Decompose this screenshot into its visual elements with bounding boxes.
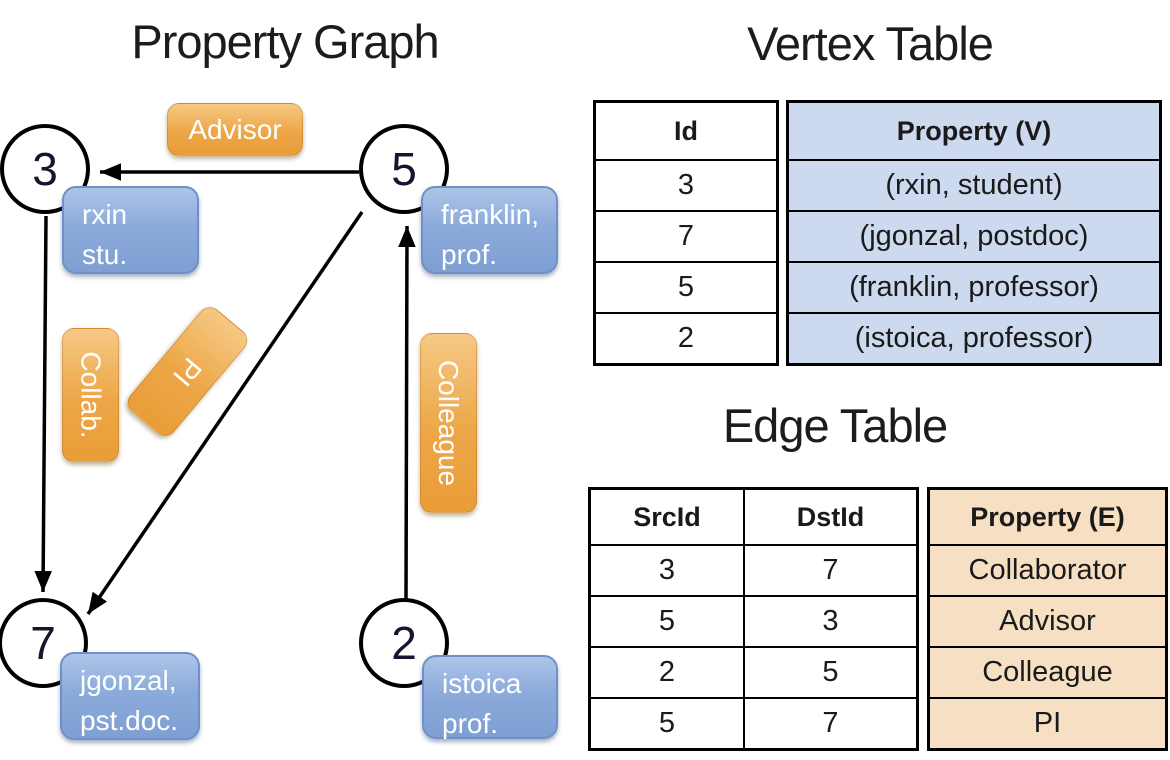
vertex-id-cell: 5 <box>677 271 695 303</box>
table-row: (jgonzal, postdoc) <box>789 210 1159 261</box>
vertex-node-3: 3 <box>0 124 90 214</box>
vertex-id-cell: 3 <box>677 169 695 201</box>
vertex-property-box-2-line2: prof. <box>442 707 499 739</box>
property-graph-title: Property Graph <box>131 15 439 68</box>
edge-dstid-cell: 7 <box>743 699 916 748</box>
edge-srcid-cell: 2 <box>658 656 676 688</box>
edge-property-cell: PI <box>1033 707 1062 739</box>
vertex-table-property-column: Property (V) (rxin, student) (jgonzal, p… <box>786 100 1162 366</box>
table-row: (franklin, professor) <box>789 261 1159 312</box>
vertex-id-cell: 2 <box>677 322 695 354</box>
vertex-property-cell: (jgonzal, postdoc) <box>859 220 1089 252</box>
edge-srcid-cell: 3 <box>658 554 676 586</box>
vertex-node-5-id: 5 <box>391 143 417 195</box>
vertex-property-box-2-line1: istoica <box>442 668 522 699</box>
edge-srcid-cell: 5 <box>658 707 676 739</box>
vertex-property-box-2: istoica prof. <box>422 655 558 739</box>
edge-property-cell: Advisor <box>999 605 1096 637</box>
vertex-property-box-5: franklin, prof. <box>421 186 558 274</box>
vertex-property-cell: (istoica, professor) <box>854 322 1094 354</box>
vertex-property-box-7-line1: jgonzal, <box>80 665 177 696</box>
edge-label-colleague-text: Colleague <box>433 359 465 487</box>
vertex-table: Id 3 7 5 2 Property (V) (rxin, student) … <box>593 100 1162 366</box>
table-row: 7 <box>596 210 776 261</box>
edge-table-title: Edge Table <box>722 399 948 452</box>
vertex-table-header-property: Property (V) <box>896 115 1052 146</box>
table-row: 5 <box>596 261 776 312</box>
edge-property-cell: Collaborator <box>968 554 1127 586</box>
edge-table-property-column: Property (E) Collaborator Advisor Collea… <box>927 487 1168 751</box>
vertex-property-box-3-line2: stu. <box>82 238 128 270</box>
vertex-property-box-5-line2: prof. <box>441 238 498 270</box>
edge-srcid-cell: 5 <box>658 605 676 637</box>
table-row: 5 3 <box>591 595 916 646</box>
edge-dstid-cell: 5 <box>743 648 916 697</box>
edge-table-header-property: Property (E) <box>970 501 1125 532</box>
edge-label-pi-text: PI <box>167 351 209 392</box>
vertex-property-box-3: rxin stu. <box>62 186 199 274</box>
table-row: PI <box>930 697 1165 748</box>
edge-table-header-srcid: SrcId <box>633 501 701 532</box>
vertex-property-cell: (rxin, student) <box>885 169 1063 201</box>
edge-label-collab: Collab. <box>62 328 119 462</box>
edge-table-id-columns: SrcId DstId 3 7 5 3 2 5 5 7 <box>588 487 919 751</box>
vertex-node-2-id: 2 <box>391 617 417 669</box>
edge-table: SrcId DstId 3 7 5 3 2 5 5 7 Property (E)… <box>588 487 1168 751</box>
table-row: 2 5 <box>591 646 916 697</box>
vertex-table-title: Vertex Table <box>747 17 994 70</box>
edge-property-cell: Colleague <box>982 656 1113 688</box>
vertex-id-cell: 7 <box>677 220 695 252</box>
edge-label-pi: PI <box>122 302 253 441</box>
table-row: (istoica, professor) <box>789 312 1159 363</box>
table-row: 2 <box>596 312 776 363</box>
table-row: 3 7 <box>591 544 916 595</box>
vertex-node-7-id: 7 <box>30 617 56 669</box>
vertex-property-cell: (franklin, professor) <box>849 271 1099 303</box>
table-row: 3 <box>596 159 776 210</box>
table-row: Colleague <box>930 646 1165 697</box>
table-row: (rxin, student) <box>789 159 1159 210</box>
edge-dstid-cell: 3 <box>743 597 916 646</box>
vertex-node-5: 5 <box>359 124 449 214</box>
edge-label-advisor-text: Advisor <box>188 113 282 145</box>
table-row: Advisor <box>930 595 1165 646</box>
vertex-property-box-7: jgonzal, pst.doc. <box>60 652 200 740</box>
edge-colleague-2-to-5 <box>398 225 416 602</box>
vertex-property-box-3-line1: rxin <box>82 199 128 230</box>
edge-label-advisor: Advisor <box>167 103 303 156</box>
table-row: 5 7 <box>591 697 916 748</box>
property-graph-panel: Property Graph 3 5 7 2 Advisor <box>0 0 580 760</box>
edge-collaborator-3-to-7 <box>34 215 52 593</box>
table-row: Collaborator <box>930 544 1165 595</box>
edge-label-colleague: Colleague <box>420 333 477 513</box>
vertex-table-header-id: Id <box>674 115 698 146</box>
edge-label-collab-text: Collab. <box>75 351 107 439</box>
edge-dstid-cell: 7 <box>743 546 916 595</box>
vertex-property-box-5-line1: franklin, <box>441 199 540 230</box>
vertex-property-box-7-line2: pst.doc. <box>80 704 179 736</box>
edge-table-header-dstid: DstId <box>743 490 916 544</box>
vertex-table-id-column: Id 3 7 5 2 <box>593 100 779 366</box>
vertex-node-3-id: 3 <box>32 143 58 195</box>
